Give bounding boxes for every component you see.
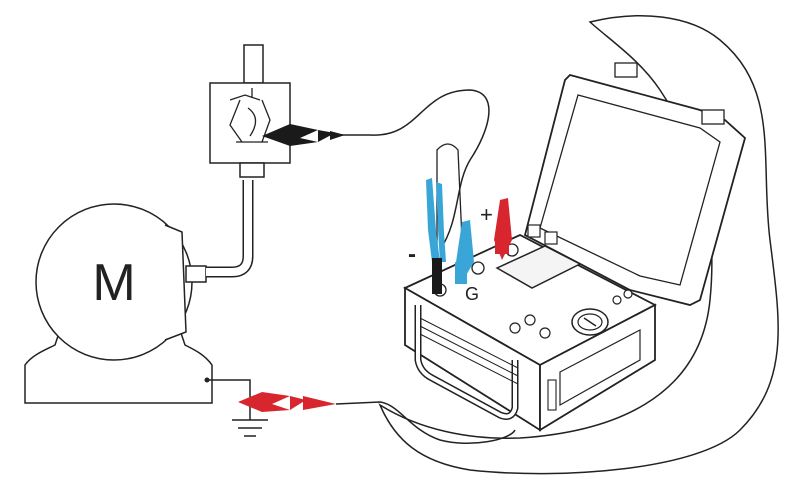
tester-button-3[interactable] [539, 327, 551, 339]
motor-endbell [164, 224, 187, 341]
motor-terminal-stub [185, 265, 207, 283]
lid-latch-right [701, 109, 725, 125]
tester-button-2[interactable] [524, 314, 536, 326]
switch-box [209, 82, 291, 164]
switch-blade [247, 107, 257, 137]
red-probe-plus [494, 198, 512, 260]
switch-contacts [229, 88, 271, 143]
blue-probe-minus [426, 178, 446, 294]
motor-label: M [92, 254, 135, 312]
switch-bottom-collar [239, 162, 265, 178]
tester-button-5[interactable] [623, 289, 633, 299]
ground-icon [232, 419, 268, 437]
label-plus: + [480, 202, 493, 227]
label-guard: G [465, 284, 479, 304]
red-lead [335, 401, 516, 445]
tester-button-1[interactable] [509, 322, 521, 334]
black-clip-switch [262, 124, 370, 146]
red-clip-ground [238, 392, 336, 412]
guard-lead [436, 143, 463, 255]
blue-probe-guard [455, 220, 474, 284]
jack-guard[interactable] [471, 261, 485, 275]
tester-button-4[interactable] [612, 295, 622, 305]
switch-top-pipe [243, 44, 264, 84]
conduit-inner [206, 180, 252, 276]
lid-latch-left [614, 62, 638, 78]
motor: M [24, 203, 213, 404]
label-minus: - [408, 241, 416, 268]
black-lead [369, 89, 490, 251]
insulation-tester [403, 62, 747, 432]
tester-side [539, 303, 656, 432]
conduit [206, 180, 254, 278]
tester-display [495, 245, 582, 289]
disconnect-switch [209, 44, 291, 178]
